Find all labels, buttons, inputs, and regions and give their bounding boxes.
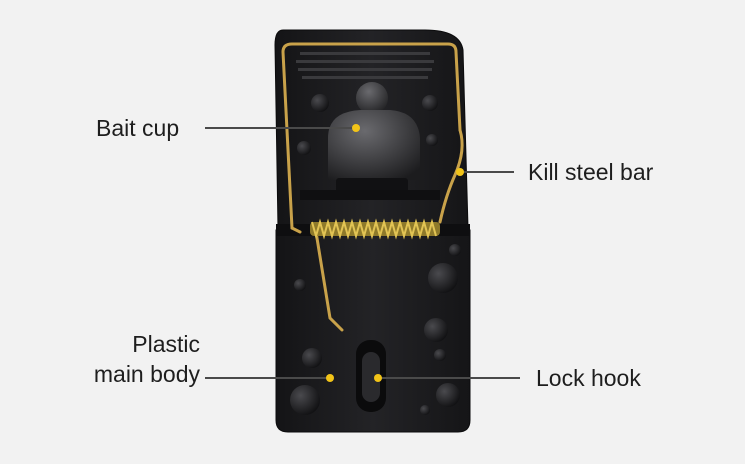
body-dot (326, 374, 334, 382)
printed-text-block (296, 52, 434, 79)
bait-cup-dot (352, 124, 360, 132)
kill-bar-dot (456, 168, 464, 176)
plastic-label-line1: Plastic (132, 331, 200, 357)
leader-lines (205, 127, 520, 379)
kill-steel-bar-label: Kill steel bar (528, 159, 654, 185)
spring (310, 218, 440, 240)
lock-hook-dot (374, 374, 382, 382)
lock-hook-label: Lock hook (536, 365, 641, 391)
kill-steel-bar (281, 42, 464, 332)
main-body-label-line2: main body (93, 361, 200, 387)
marker-dots (326, 124, 464, 382)
bait-cup-label: Bait cup (96, 115, 180, 141)
lock-hook (356, 340, 386, 412)
